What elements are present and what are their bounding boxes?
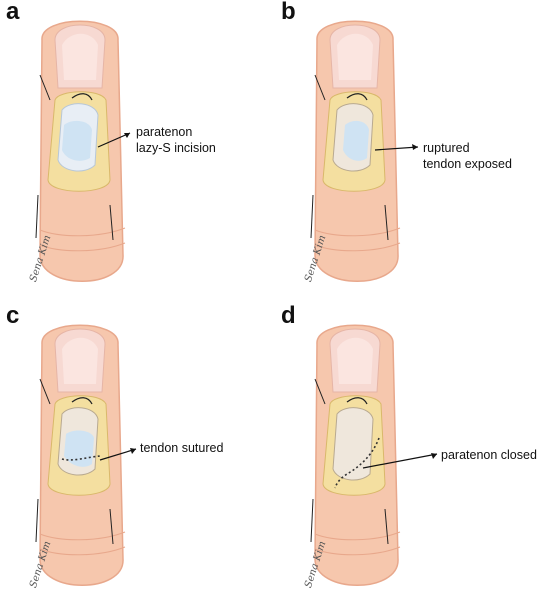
panel-b: b ruptured tendon exposed Sena Kim (275, 0, 550, 304)
panel-c: c tendon sutured Sena Kim (0, 302, 275, 608)
panel-a: a paratenon lazy-S incision Sena Kim (0, 0, 275, 304)
panel-letter: a (6, 0, 20, 25)
label-ruptured-tendon: ruptured tendon exposed (423, 141, 512, 171)
finger-illustration-d (310, 324, 438, 586)
finger-illustration-a (35, 20, 131, 282)
panel-letter: d (281, 302, 296, 329)
leader-line-d (362, 453, 438, 469)
panel-letter: b (281, 0, 296, 25)
label-paratenon-closed: paratenon closed (441, 448, 537, 462)
panel-d: d paratenon closed Sena Kim (275, 302, 550, 608)
leader-line-a (97, 132, 131, 148)
leader-line-b (374, 146, 419, 151)
leader-line-c (99, 448, 137, 461)
finger-illustration-c (35, 324, 137, 586)
label-tendon-sutured: tendon sutured (140, 441, 224, 455)
finger-illustration-b (310, 20, 419, 282)
panel-letter: c (6, 302, 20, 329)
label-paratenon-incision: paratenon lazy-S incision (136, 125, 216, 155)
